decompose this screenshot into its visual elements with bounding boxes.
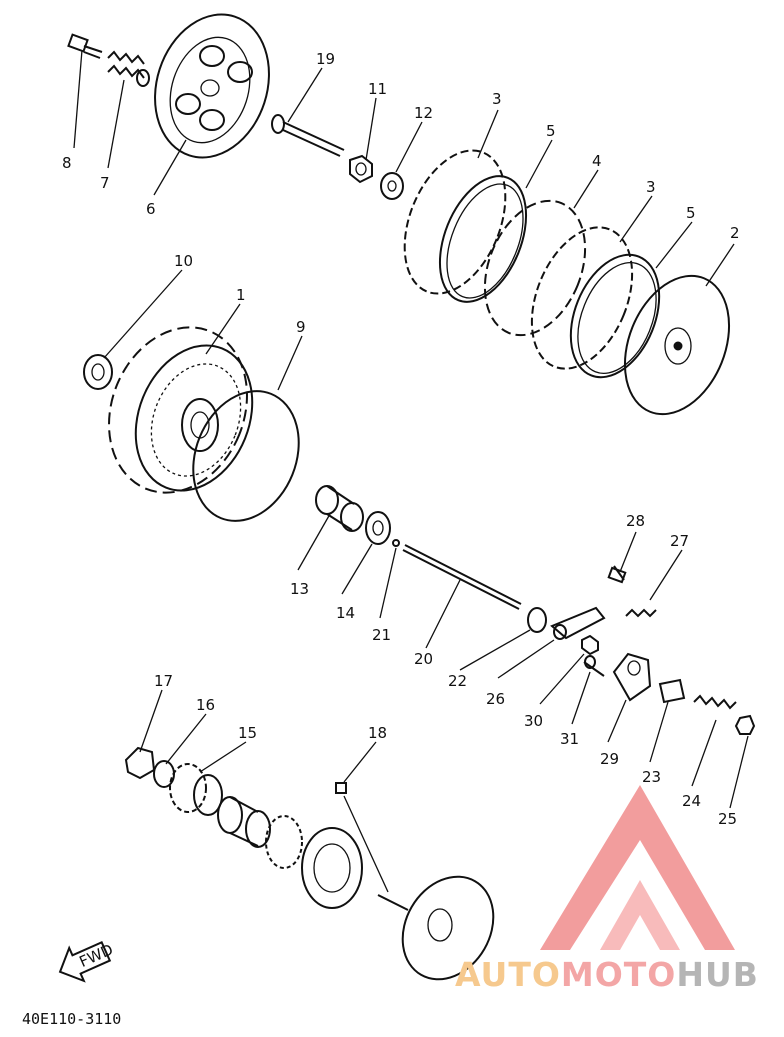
push-rod-assembly-drawing: [315, 485, 547, 633]
automotohub-logo: [540, 785, 735, 950]
callout-22: 22: [448, 672, 467, 690]
callout-29: 29: [600, 750, 619, 768]
pressure-plate-drawing: [154, 13, 270, 159]
callout-4: 4: [592, 152, 602, 170]
callout-1: 1: [236, 286, 246, 304]
callout-23: 23: [642, 768, 661, 786]
callout-11: 11: [368, 80, 387, 98]
callout-30: 30: [524, 712, 543, 730]
forward-direction-arrow: FWD: [58, 940, 116, 983]
clutch-housing-drawing: [83, 326, 300, 522]
callout-5-lower: 5: [686, 204, 696, 222]
diagram-reference-code: 40E110-3110: [22, 1010, 122, 1028]
callout-5-upper: 5: [546, 122, 556, 140]
callout-10: 10: [174, 252, 193, 270]
callout-21: 21: [372, 626, 391, 644]
callout-15: 15: [238, 724, 257, 742]
callout-12: 12: [414, 104, 433, 122]
primary-drive-drawing: [124, 746, 495, 981]
callout-17: 17: [154, 672, 173, 690]
callout-20: 20: [414, 650, 433, 668]
callout-27: 27: [670, 532, 689, 550]
callout-3-upper: 3: [492, 90, 502, 108]
clutch-plate-stack-drawing: [403, 149, 661, 379]
callout-19: 19: [316, 50, 335, 68]
callout-3-lower: 3: [646, 178, 656, 196]
callout-13: 13: [290, 580, 309, 598]
callout-2: 2: [730, 224, 740, 242]
callout-9: 9: [296, 318, 306, 336]
callout-24: 24: [682, 792, 701, 810]
callout-14: 14: [336, 604, 355, 622]
push-rod-nut-washer-drawing: [271, 114, 404, 200]
automotohub-watermark-text: AUTOMOTOHUB: [455, 955, 759, 994]
callout-28: 28: [626, 512, 645, 530]
bolt-and-spring-drawing: [67, 33, 150, 87]
watermark-auto: AUTO: [455, 955, 561, 994]
watermark-moto: MOTO: [560, 955, 677, 994]
callout-8: 8: [62, 154, 72, 172]
backing-plate-drawing: [623, 274, 731, 416]
callout-labels: 1 2 3 3 4 5 5 6 7 8 9 10 11 12 13 14 15 …: [62, 50, 740, 828]
callout-25: 25: [718, 810, 737, 828]
watermark-hub: HUB: [676, 955, 759, 994]
callout-6: 6: [146, 200, 156, 218]
callout-26: 26: [486, 690, 505, 708]
callout-16: 16: [196, 696, 215, 714]
release-lever-drawing: [550, 565, 756, 735]
leader-lines: [73, 49, 749, 893]
callout-31: 31: [560, 730, 579, 748]
callout-18: 18: [368, 724, 387, 742]
callout-7: 7: [100, 174, 110, 192]
